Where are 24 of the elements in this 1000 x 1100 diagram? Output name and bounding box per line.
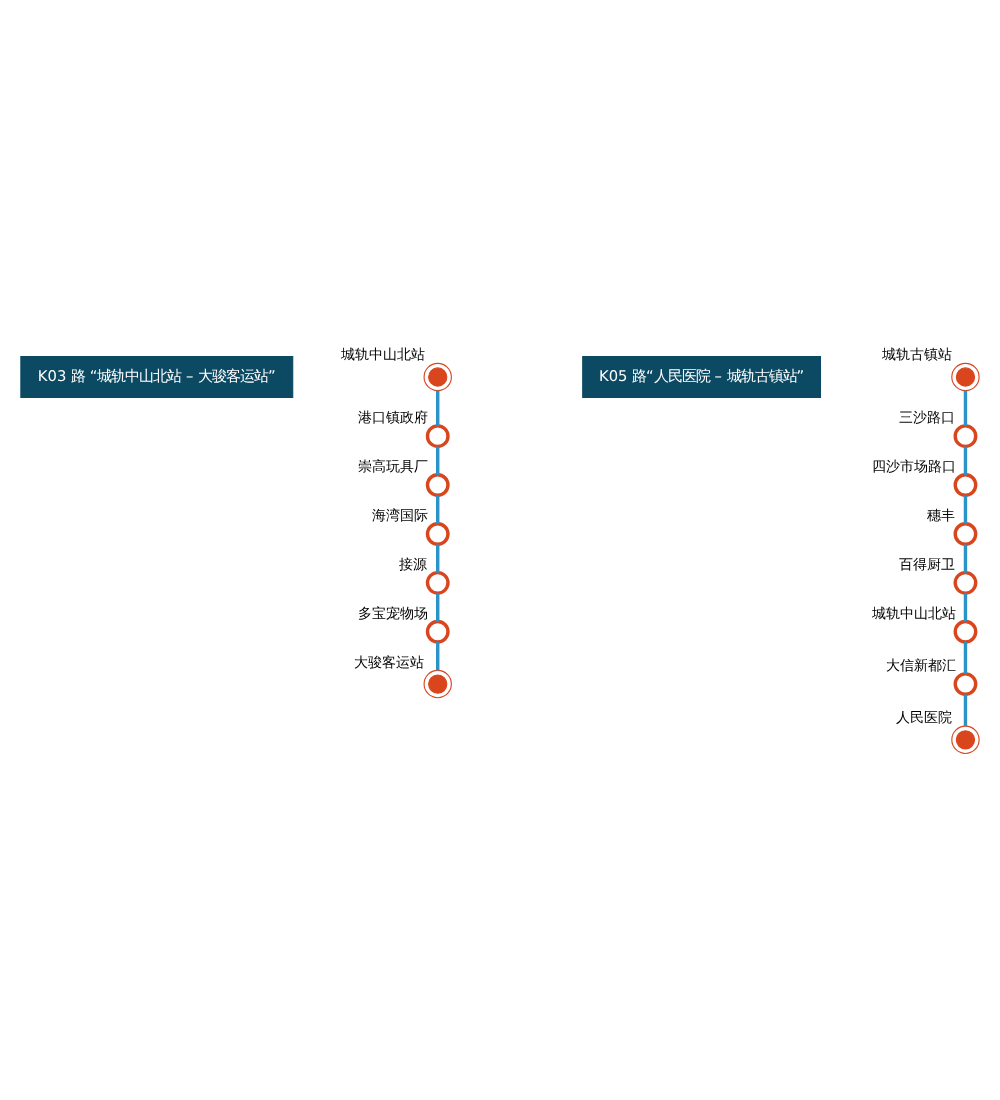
connector bbox=[436, 543, 440, 572]
connector bbox=[436, 445, 440, 474]
node-circle bbox=[425, 569, 450, 594]
connector bbox=[963, 494, 968, 523]
connector bbox=[963, 641, 968, 673]
connector bbox=[436, 592, 440, 621]
node-circle bbox=[953, 671, 978, 695]
connector bbox=[436, 494, 440, 523]
connector bbox=[436, 641, 440, 670]
node-circle bbox=[953, 423, 978, 448]
node-circle bbox=[425, 423, 450, 448]
connector bbox=[963, 543, 968, 572]
connector bbox=[963, 693, 968, 726]
connector bbox=[436, 389, 440, 425]
connector bbox=[963, 389, 968, 425]
node-circle bbox=[953, 472, 978, 496]
connector bbox=[963, 445, 968, 474]
node-circle bbox=[425, 472, 450, 496]
connector bbox=[963, 592, 968, 621]
node-circle bbox=[953, 569, 978, 594]
node-circle bbox=[953, 618, 978, 643]
node-circle bbox=[425, 521, 450, 545]
node-circle bbox=[953, 521, 978, 545]
node-circle bbox=[425, 618, 450, 643]
